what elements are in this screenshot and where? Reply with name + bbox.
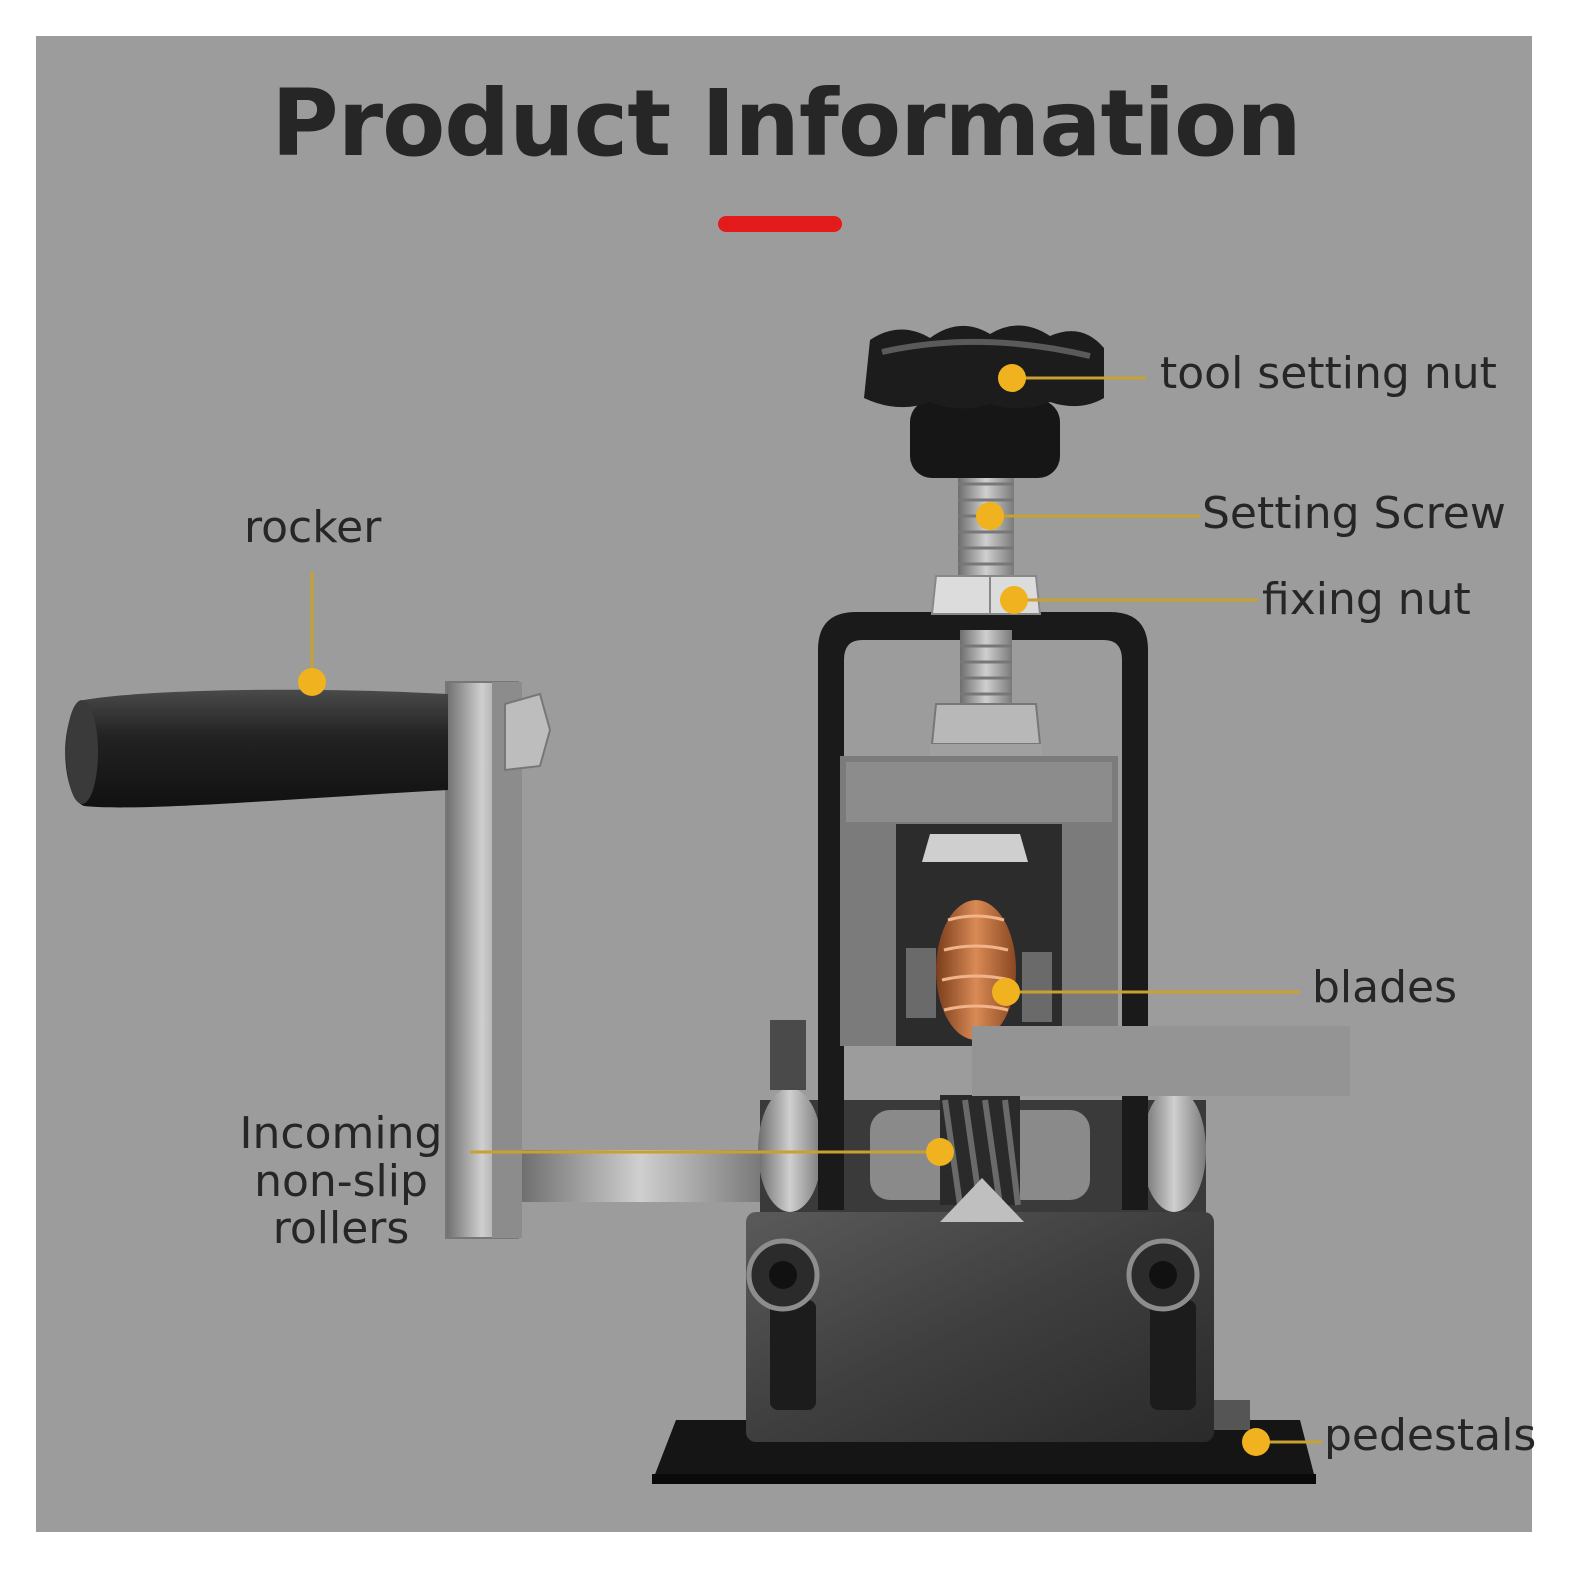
pedestals-dot bbox=[1242, 1428, 1270, 1456]
label-blades: blades bbox=[1312, 962, 1458, 1013]
label-incoming-rollers: Incoming non-slip rollers bbox=[236, 1110, 446, 1253]
rollers-dot bbox=[926, 1138, 954, 1166]
non-slip-rollers bbox=[870, 1095, 1090, 1222]
leader-dots bbox=[298, 364, 1270, 1456]
rocker-handle bbox=[65, 689, 449, 808]
label-fixing-nut: fixing nut bbox=[1262, 574, 1471, 625]
label-rollers-line2: non-slip bbox=[254, 1155, 428, 1207]
label-pedestals: pedestals bbox=[1324, 1410, 1537, 1461]
label-setting-screw: Setting Screw bbox=[1202, 488, 1506, 539]
tool-setting-knob bbox=[864, 325, 1104, 478]
blades-dot bbox=[992, 978, 1020, 1006]
rocker-dot bbox=[298, 668, 326, 696]
setting-screw-dot bbox=[976, 502, 1004, 530]
label-overlay-box bbox=[972, 1026, 1350, 1096]
blade-block bbox=[840, 756, 1118, 1046]
label-rocker: rocker bbox=[244, 502, 382, 553]
nuts bbox=[930, 575, 1042, 758]
label-rollers-line3: rollers bbox=[272, 1203, 410, 1255]
side-wheels bbox=[758, 1020, 1206, 1212]
crank bbox=[445, 681, 760, 1239]
label-tool-setting-nut: tool setting nut bbox=[1160, 348, 1497, 399]
title-underline-accent bbox=[718, 216, 842, 232]
fixing-nut-dot bbox=[1000, 586, 1028, 614]
leader-lines bbox=[310, 376, 1322, 1444]
label-rollers-line1: Incoming bbox=[239, 1108, 443, 1159]
page-title: Product Information bbox=[271, 70, 1301, 177]
tool-setting-nut-dot bbox=[998, 364, 1026, 392]
